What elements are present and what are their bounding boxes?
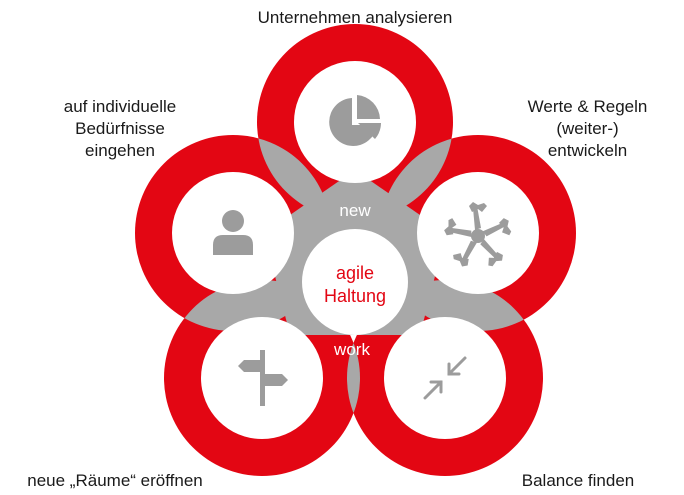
center-disc <box>302 229 408 335</box>
ring-word-new: new <box>339 201 371 220</box>
disc-top <box>294 61 416 183</box>
label-individuelle-beduerfnisse: auf individuelle Bedürfnisse eingehen <box>63 97 177 160</box>
arrows-inward-icon <box>423 356 467 400</box>
ring-word-work: work <box>333 340 370 359</box>
label-werte-regeln: Werte & Regeln (weiter-) entwickeln <box>527 97 648 160</box>
disc-upper-left <box>172 172 294 294</box>
joined-hands-icon <box>444 202 512 267</box>
label-balance-finden: Balance finden <box>521 471 635 490</box>
white-discs <box>172 61 539 439</box>
center-text-haltung: Haltung <box>324 286 386 306</box>
label-neue-raeume: neue „Räume“ eröffnen <box>27 471 203 490</box>
person-icon <box>213 210 253 255</box>
pie-chart-icon <box>329 95 381 146</box>
label-unternehmen-analysieren: Unternehmen analysieren <box>257 8 453 27</box>
disc-lower-right <box>384 317 506 439</box>
center-text-agile: agile <box>336 263 374 283</box>
signpost-icon <box>238 350 288 406</box>
